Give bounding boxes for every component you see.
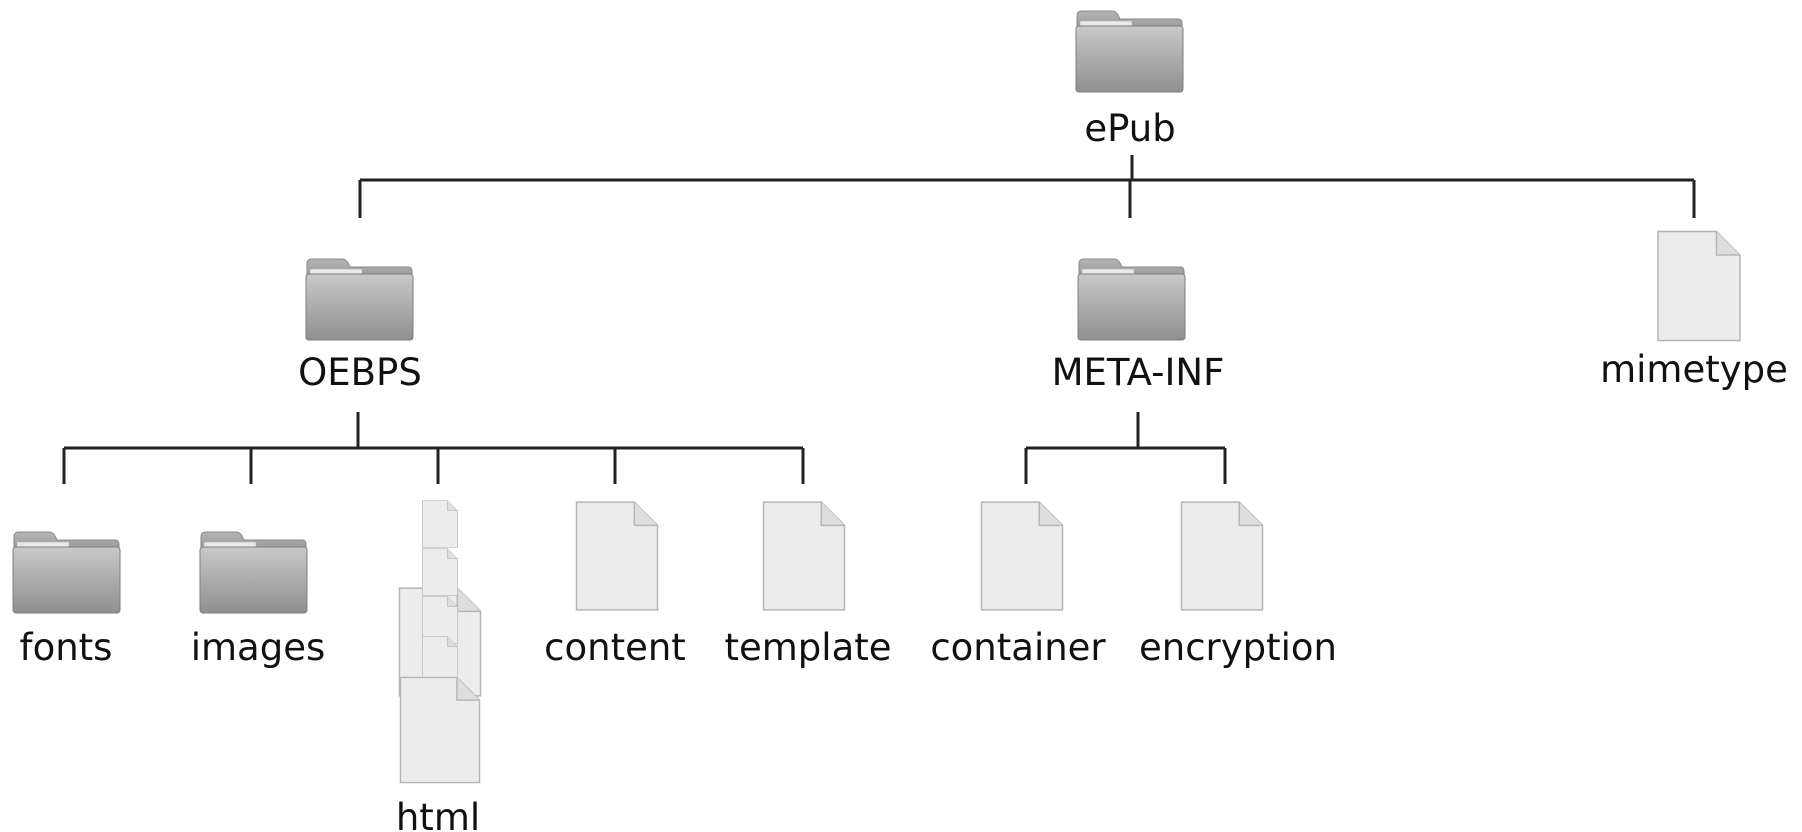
folder-icon [305,258,414,341]
node-oebps[interactable]: OEBPS [298,258,422,394]
node-label: META-INF [1052,351,1225,394]
node-html[interactable]: html [396,500,482,832]
stacked-files-icon [398,500,482,784]
file-icon [399,676,481,784]
file-icon [421,548,459,596]
node-template[interactable]: template [724,501,892,669]
file-icon [980,501,1064,611]
file-icon [421,500,459,548]
connectors [62,155,1696,484]
node-fonts[interactable]: fonts [12,531,121,669]
node-label: content [544,626,686,669]
file-icon [762,501,846,611]
node-label: html [396,796,480,832]
node-label: images [191,626,326,669]
folder-icon [199,531,308,614]
file-icon [1180,501,1264,611]
node-label: ePub [1084,107,1175,150]
node-content[interactable]: content [544,501,686,669]
node-epub[interactable]: ePub [1075,10,1184,150]
node-label: OEBPS [298,351,422,394]
node-encryption[interactable]: encryption [1139,501,1337,669]
file-icon [421,636,459,684]
file-icon [575,501,659,611]
node-mimetype[interactable]: mimetype [1600,230,1788,392]
folder-icon [12,531,121,614]
node-label: encryption [1139,626,1337,669]
file-icon [1657,230,1741,342]
node-label: fonts [20,626,113,669]
node-meta-inf[interactable]: META-INF [1052,258,1225,394]
folder-icon [1077,258,1186,341]
node-container[interactable]: container [930,501,1106,669]
folder-icon [1075,10,1184,93]
node-label: container [930,626,1106,669]
node-images[interactable]: images [191,531,326,669]
node-label: template [724,626,891,669]
node-label: mimetype [1600,348,1788,391]
